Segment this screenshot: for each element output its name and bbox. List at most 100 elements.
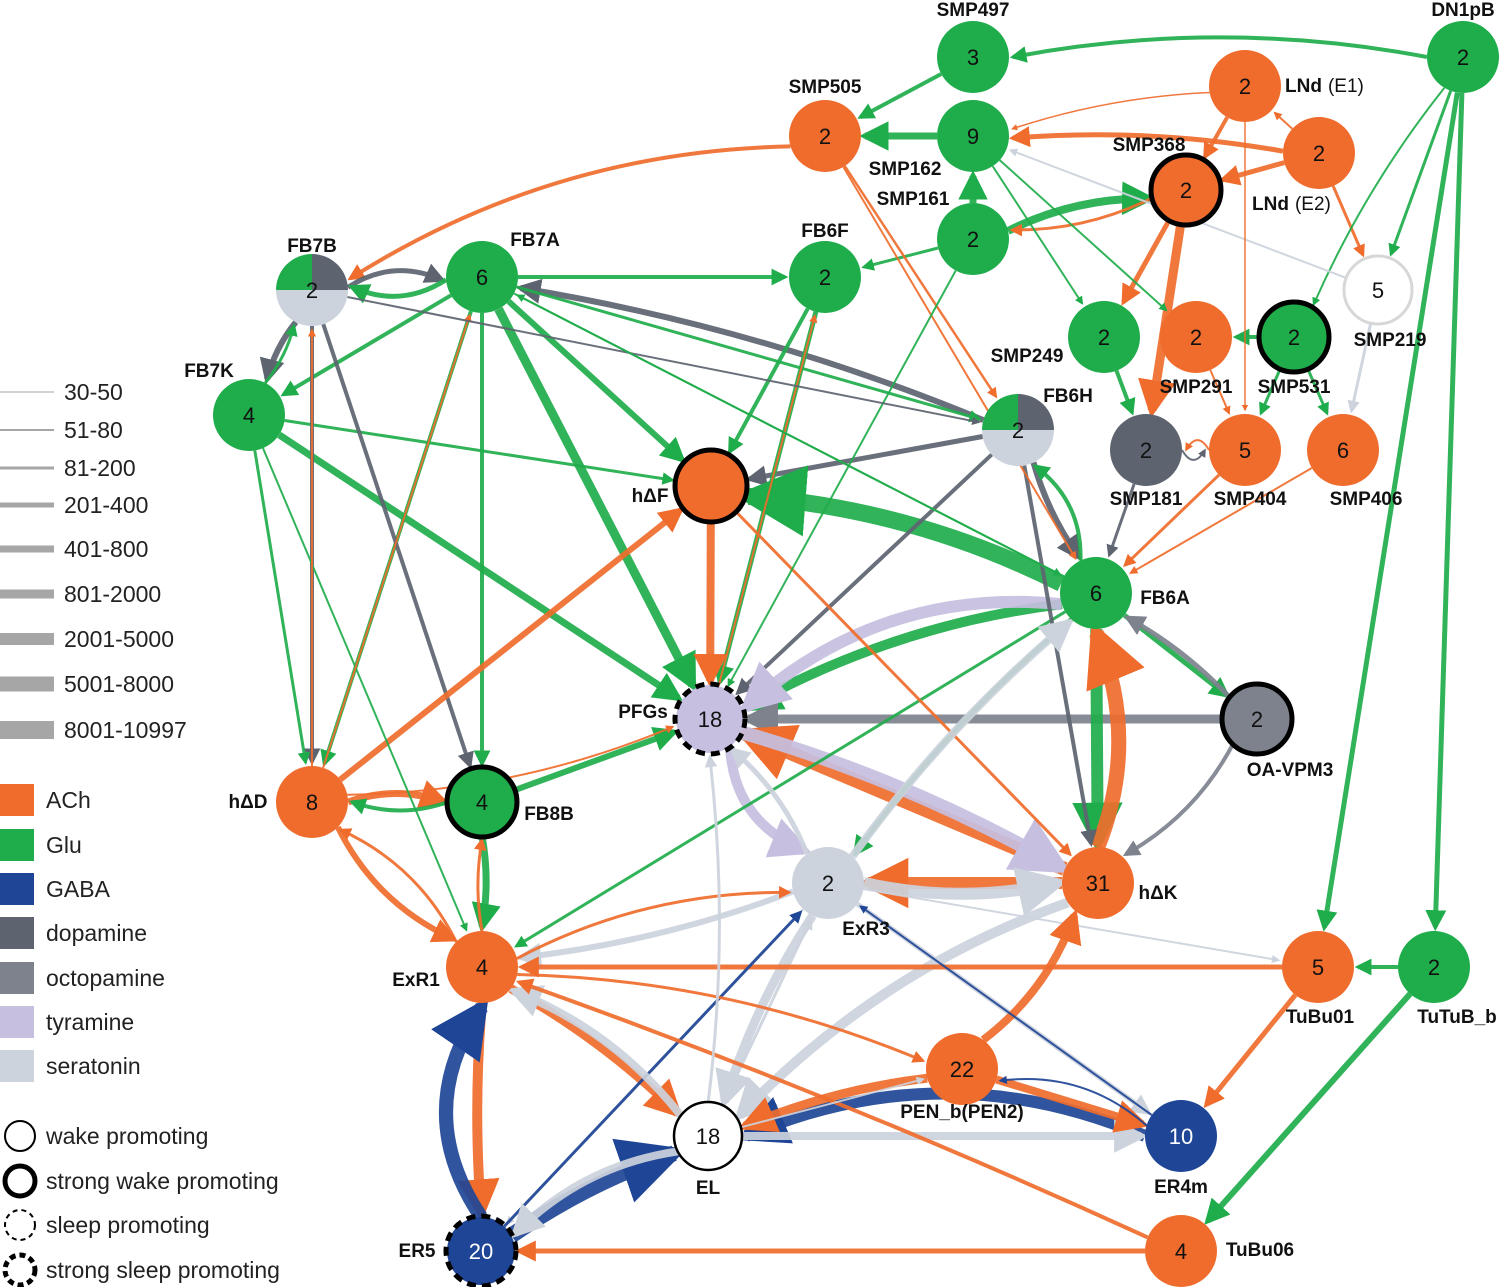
edges-layer [253, 35, 1465, 1262]
edge-fb7k-to-pfgs [277, 431, 684, 702]
node-oavpm3: 2OA-VPM3 [1219, 681, 1333, 781]
svg-text:octopamine: octopamine [46, 965, 165, 991]
edge-oavpm3-to-hdk [1122, 742, 1236, 857]
edge-fb7b-to-fb7a [346, 263, 446, 290]
node-count: 6 [1337, 438, 1349, 463]
edge-dn1pb-to-smp219 [1388, 90, 1453, 257]
edge-fb6h-to-fb7a [515, 278, 985, 423]
node-label: hΔD [229, 792, 268, 813]
svg-text:tyramine: tyramine [46, 1009, 134, 1035]
edge-tubu01-to-er4m [1203, 993, 1298, 1109]
node-count: 2 [306, 278, 318, 303]
edge-exr3-to-exr1 [515, 888, 795, 968]
edge-smp505-to-fb6a [842, 166, 1077, 561]
edge-fb7k-to-fb7b [264, 323, 298, 384]
edge-tutubb-to-tubu06 [1204, 991, 1413, 1225]
edge-fb8b-to-exr1 [471, 835, 501, 933]
node-hdf: hΔF [632, 447, 750, 525]
node-count: 2 [819, 265, 831, 290]
edge-fb7k-to-exr1 [262, 447, 468, 932]
node-count: 4 [476, 790, 488, 815]
edge-el-to-exr1 [507, 985, 684, 1119]
edge-fb7a-to-fb6h [516, 285, 982, 423]
edge-smp161-to-pfgs [727, 270, 957, 688]
edge-fb7k-to-hdf [284, 419, 675, 485]
svg-text:5001-8000: 5001-8000 [64, 671, 174, 697]
node-count: 2 [1098, 325, 1110, 350]
node-count: 5 [1312, 955, 1324, 980]
node-label: FB6F [801, 221, 849, 242]
node-label: FB6A [1140, 588, 1190, 609]
node-count: 5 [1239, 438, 1251, 463]
node-label: PEN_b(PEN2) [900, 1102, 1024, 1123]
node-count: 8 [306, 790, 318, 815]
node-label: SMP181 [1110, 489, 1183, 510]
legend-width-item: 801-2000 [0, 581, 161, 607]
svg-text:wake promoting: wake promoting [45, 1123, 208, 1149]
node-label: TuBu06 [1226, 1240, 1294, 1261]
node-fb6f: 2 FB6F [789, 221, 861, 313]
edge-dn1pb-to-tubu01 [1316, 92, 1460, 932]
edge-smp161-to-fb6f [861, 246, 939, 271]
legend-width-item: 30-50 [0, 379, 123, 405]
edge-lnde2-to-lnde1 [1273, 111, 1293, 130]
legend-width-item: 201-400 [0, 492, 148, 518]
node-count: 31 [1086, 871, 1110, 896]
node-label: SMP497 [937, 0, 1010, 21]
svg-text:51-80: 51-80 [64, 417, 123, 443]
node-count: 2 [1140, 438, 1152, 463]
edge-smp404-to-smp181 [1185, 439, 1210, 452]
edge-fb7a-to-fb7b [348, 277, 448, 304]
node-count: 4 [476, 955, 488, 980]
edge-exr3-to-hdk [862, 867, 1068, 917]
edge-hdk-to-fb6a [1086, 621, 1145, 850]
svg-text:GABA: GABA [46, 876, 111, 902]
edge-lnde1-to-smp162 [1011, 91, 1210, 131]
edge-exr1-to-er5 [457, 1002, 500, 1222]
legend-transmitter-item: seratonin [0, 1050, 141, 1082]
svg-text:201-400: 201-400 [64, 492, 148, 518]
edge-pfgs-to-exr3 [724, 746, 813, 858]
node-count: 2 [1428, 955, 1440, 980]
node-label: ER4m [1154, 1177, 1208, 1198]
edge-er5-to-exr1 [431, 997, 489, 1221]
edge-fb7b-to-fb8b [321, 323, 474, 770]
edge-smp291-to-smp404 [1209, 369, 1231, 415]
node-label: TuTuB_b [1417, 1007, 1497, 1028]
edge-smp249-to-smp181 [1114, 370, 1136, 416]
node-label: FB7A [510, 230, 560, 251]
edge-fb7a-to-hdf [506, 299, 686, 464]
edge-hdd-to-exr1 [335, 825, 458, 943]
node-count: 18 [698, 707, 722, 732]
node-count: 18 [696, 1124, 720, 1149]
edge-fb7a-to-fb6a [513, 292, 1062, 576]
node-label: FB6H [1043, 386, 1093, 407]
node-label: PFGs [618, 702, 668, 723]
svg-text:801-2000: 801-2000 [64, 581, 161, 607]
edge-hdf-to-pfgs [693, 520, 728, 688]
legend-width-item: 401-800 [0, 536, 148, 562]
node-fb6a: 6 FB6A [1060, 557, 1190, 629]
node-count: 2 [1313, 141, 1325, 166]
edge-exr1-to-hdd [338, 828, 458, 943]
edge-exr3-to-el [715, 913, 817, 1109]
edge-el-to-penb [740, 1076, 925, 1129]
node-label: SMP161 [877, 189, 950, 210]
node-count: 6 [1090, 581, 1102, 606]
legend-transmitter-item: ACh [0, 784, 91, 816]
svg-text:sleep promoting: sleep promoting [46, 1212, 210, 1238]
